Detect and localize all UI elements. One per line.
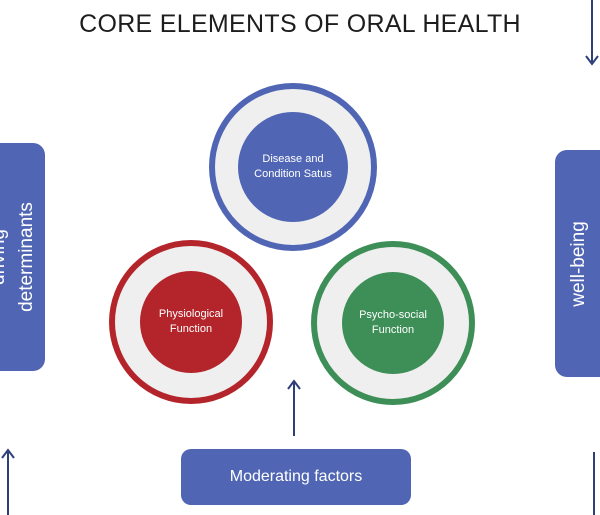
driving-determinants-line1: driving — [0, 229, 9, 285]
disease-condition-inner: Disease and Condition Satus — [238, 112, 348, 222]
psychosocial-function-inner: Psycho-social Function — [342, 272, 444, 374]
diagram-title: CORE ELEMENTS OF ORAL HEALTH — [79, 10, 521, 38]
physiological-function-circle: Physiological Function — [109, 240, 273, 404]
arrow-down-top-right — [585, 0, 599, 66]
disease-condition-line2: Condition Satus — [254, 168, 332, 180]
well-being-label: well-being — [568, 220, 589, 307]
connector-line-bottom-right — [593, 452, 595, 515]
driving-determinants-line2: determinants — [15, 202, 37, 312]
moderating-factors-box: Moderating factors — [181, 449, 411, 505]
moderating-factors-label: Moderating factors — [229, 468, 363, 485]
psychosocial-function-line2: Function — [371, 324, 415, 336]
well-being-box: well-being — [555, 150, 600, 377]
psychosocial-function-circle: Psycho-social Function — [311, 241, 475, 405]
physiological-function-inner: Physiological Function — [140, 271, 242, 373]
arrow-up-bottom-left — [1, 448, 15, 515]
arrow-up-center — [287, 379, 301, 436]
driving-determinants-box: driving determinants — [0, 143, 45, 371]
physiological-function-line2: Function — [169, 323, 213, 335]
disease-condition-line1: Disease and — [262, 153, 324, 165]
psychosocial-function-line1: Psycho-social — [359, 309, 427, 321]
disease-condition-circle: Disease and Condition Satus — [209, 83, 377, 251]
physiological-function-line1: Physiological — [158, 308, 224, 320]
